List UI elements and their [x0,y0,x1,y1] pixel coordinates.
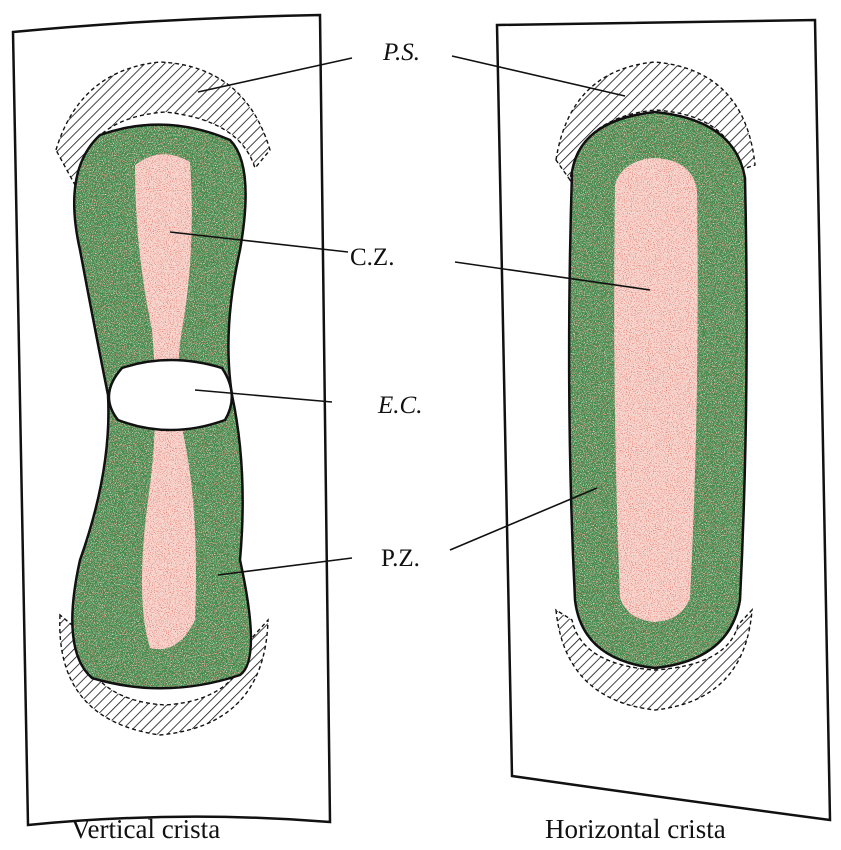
leader-cz-horizontal [454,261,651,291]
label-ec: E.C. [377,392,422,419]
caption-vertical-crista: Vertical crista [71,814,220,844]
vertical-crista [11,13,332,827]
horizontal-ps-bottom [555,608,753,711]
vertical-ps-bottom [59,613,269,736]
horizontal-central-zone [614,158,698,622]
leader-ps-vertical [197,57,353,93]
leader-lines [169,55,651,576]
caption-horizontal-crista: Horizontal crista [545,814,726,844]
label-cz: C.Z. [350,244,394,271]
leader-ec [194,389,333,403]
vertical-ps-top [55,61,271,188]
horizontal-crista [495,18,832,822]
label-ps: P.S. [382,39,420,66]
leader-pz-horizontal [449,487,598,551]
leader-cz-vertical [169,231,349,253]
leader-ps-horizontal [451,55,626,97]
label-pz: P.Z. [381,545,420,572]
vertical-eminentia-cruciata [107,358,233,432]
leader-pz-vertical [217,557,353,576]
